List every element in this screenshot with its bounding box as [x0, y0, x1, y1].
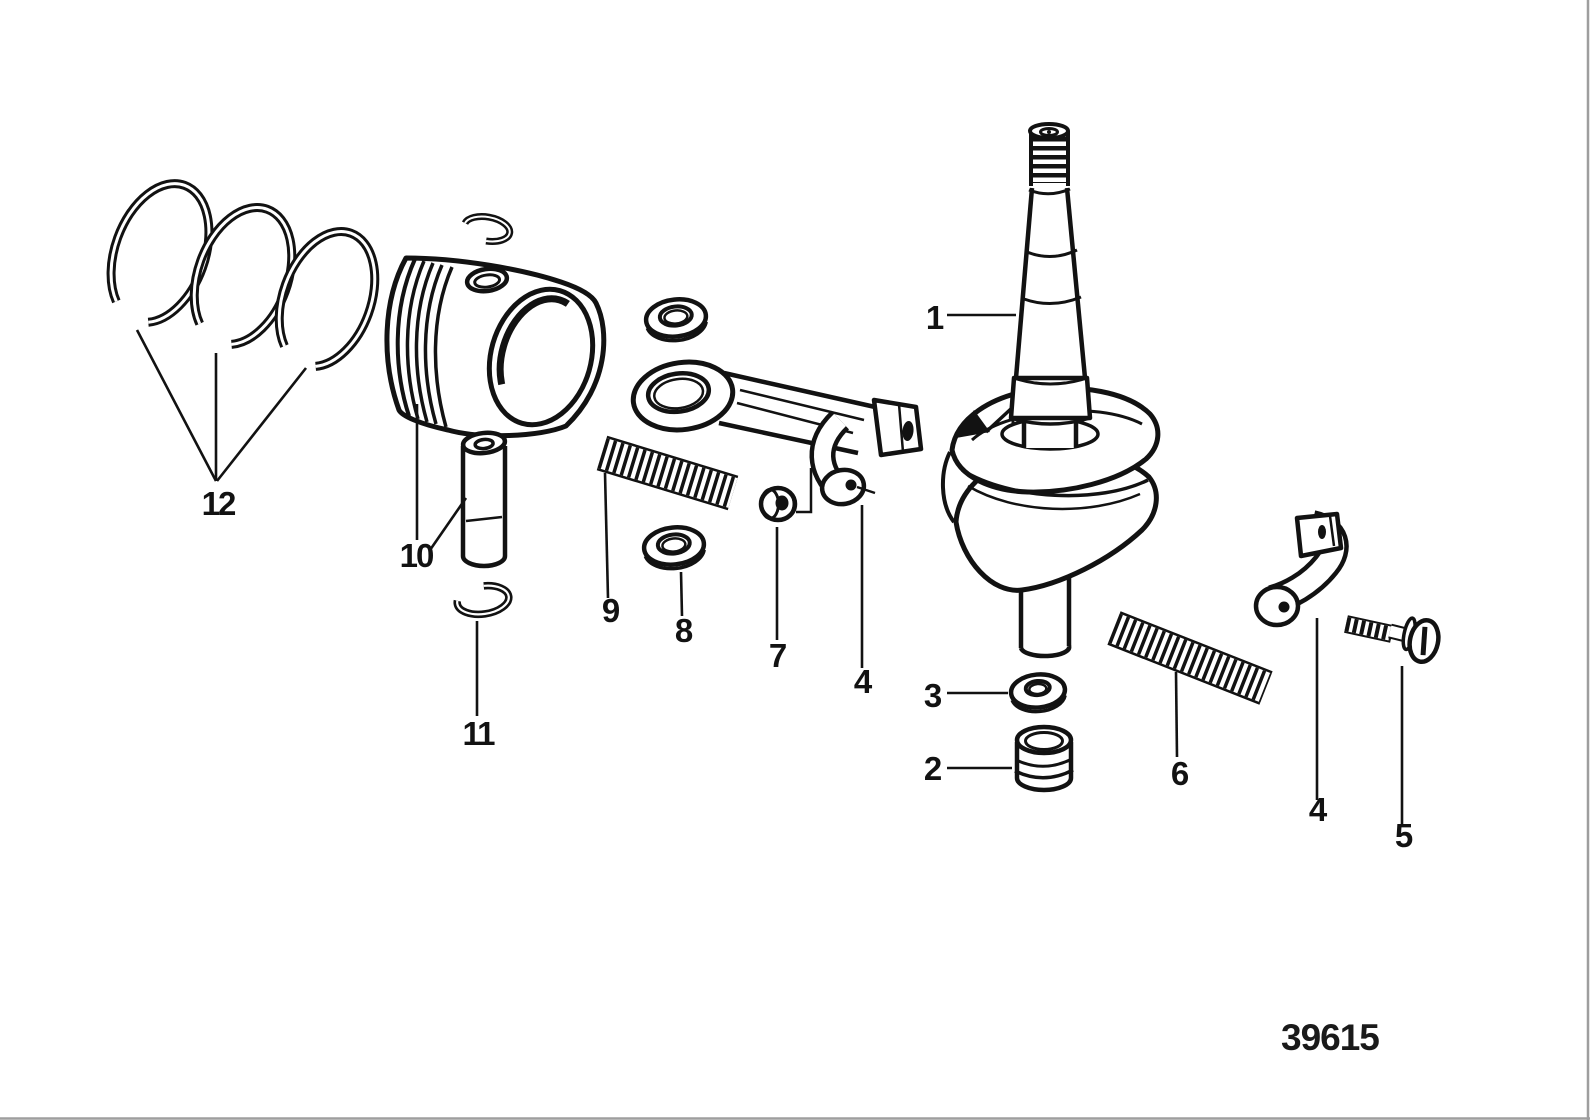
- callout-6-label: 6: [1171, 755, 1189, 792]
- thrust-washer-8: [641, 525, 707, 571]
- callout-4a: 4: [854, 505, 875, 700]
- connecting-rod: [630, 359, 924, 514]
- rod-cap-4: [1253, 510, 1349, 628]
- callout-4b-label: 4: [1309, 791, 1328, 828]
- piston-skirt-opening: [486, 286, 596, 428]
- callout-3-label: 3: [924, 677, 942, 714]
- crankshaft-threaded-stub: [1028, 122, 1070, 186]
- piston-ring-3: [274, 227, 380, 371]
- callout-11-label: 11: [463, 715, 496, 752]
- callout-7-label: 7: [769, 637, 786, 674]
- drawing-number: 39615: [1281, 1017, 1379, 1058]
- callout-8-label: 8: [675, 612, 693, 649]
- rod-nut-7: [758, 485, 798, 523]
- needle-bearing-strip-6: [1107, 611, 1273, 705]
- bushing-2: [1014, 724, 1074, 793]
- callout-5-label: 5: [1395, 817, 1413, 854]
- callout-1-label: 1: [926, 299, 944, 336]
- callout-2-label: 2: [924, 750, 942, 787]
- callout-3: 3: [924, 677, 1008, 714]
- callout-7: 7: [769, 527, 788, 674]
- crankshaft: [940, 122, 1161, 659]
- rod-cap-strap: [809, 410, 876, 507]
- callout-11: 11: [463, 621, 497, 752]
- callout-10: 10: [400, 404, 468, 574]
- needle-bearing-strip-9: [596, 435, 739, 511]
- alignment-bracket: [796, 468, 813, 514]
- callout-8: 8: [675, 571, 695, 649]
- callout-9: 9: [602, 472, 622, 629]
- callout-9-label: 9: [602, 592, 620, 629]
- callout-5: 5: [1395, 666, 1415, 854]
- rod-bolt-5: [1344, 615, 1441, 664]
- rod-big-end: [630, 359, 736, 433]
- callout-1: 1: [926, 299, 1016, 336]
- thrust-washer-upper: [643, 297, 709, 343]
- rod-fork-end: [871, 397, 924, 458]
- crankshaft-taper: [1016, 188, 1085, 378]
- retaining-clip-top-icon: [460, 213, 514, 245]
- callout-10-label: 10: [400, 537, 433, 574]
- callout-12: 12: [135, 329, 308, 522]
- retaining-clip-bottom-icon: [453, 581, 513, 619]
- callout-4b: 4: [1309, 618, 1330, 828]
- callout-6: 6: [1171, 671, 1191, 792]
- piston: [384, 255, 607, 439]
- callout-4a-label: 4: [854, 663, 873, 700]
- callout-12-label: 12: [202, 485, 236, 522]
- wrist-pin-hole: [464, 266, 510, 294]
- wrist-pin: [460, 430, 508, 569]
- callout-2: 2: [924, 750, 1012, 787]
- washer-3: [1008, 672, 1068, 714]
